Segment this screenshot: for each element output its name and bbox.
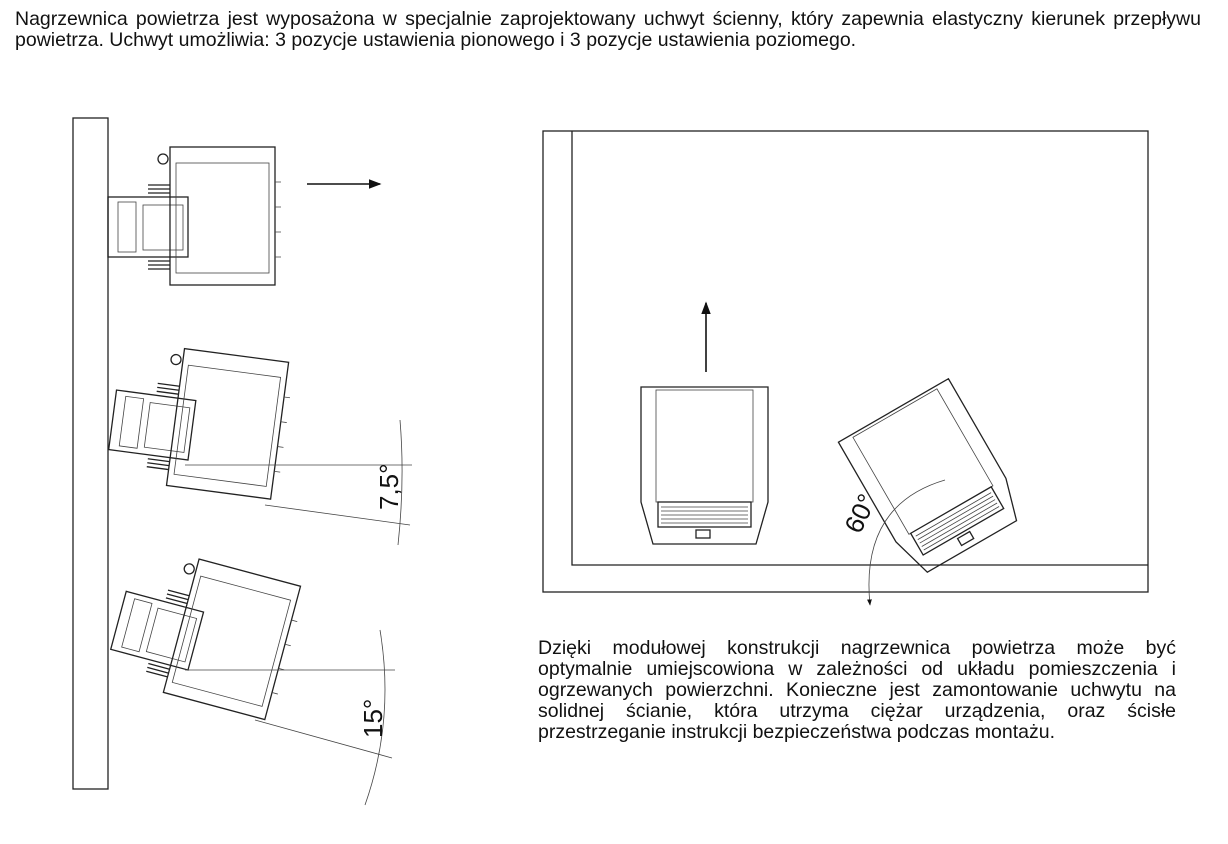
room-outline (542, 130, 1149, 593)
heater-top-view-rotated (837, 378, 1028, 579)
angle-label-7-5: 7,5° (374, 463, 404, 510)
heater-top-view-straight (640, 386, 769, 545)
wall (72, 117, 109, 790)
intro-paragraph: Nagrzewnica powietrza jest wyposażona w … (15, 8, 1201, 51)
angle-label-60: 60° (838, 489, 882, 537)
heater-position-0 (107, 146, 282, 286)
heater-position-7-5 (104, 339, 296, 501)
angle-label-15: 15° (358, 699, 388, 738)
description-paragraph: Dzięki modułowej konstrukcji nagrzewnica… (538, 637, 1176, 743)
heater-position-15 (102, 542, 307, 722)
